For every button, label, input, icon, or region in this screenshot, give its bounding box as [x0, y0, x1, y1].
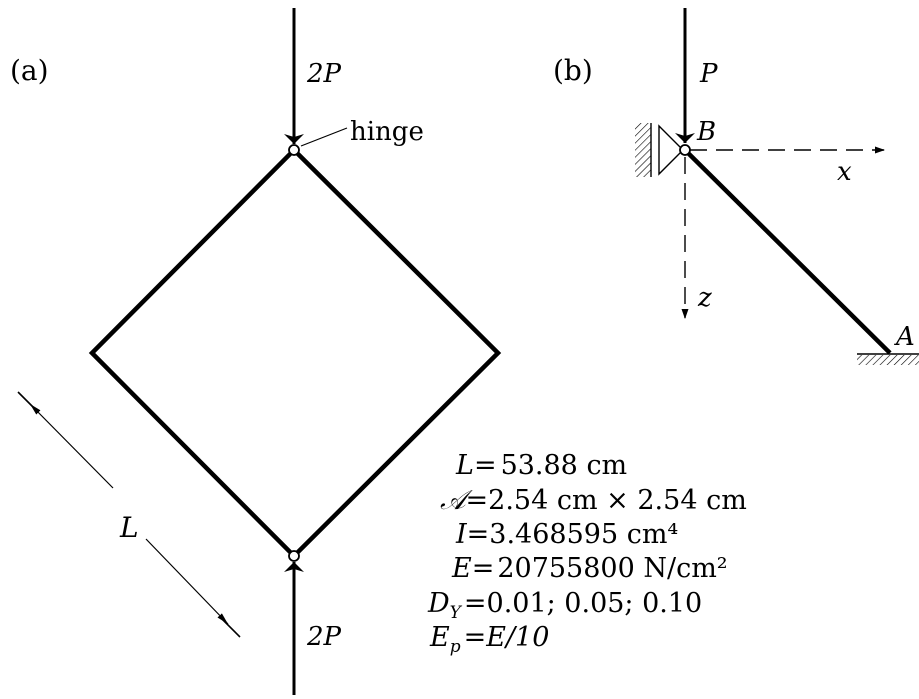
- param-e: E=20755800 N/cm²: [451, 553, 728, 584]
- param-ep: Ep=E/10: [429, 622, 549, 657]
- member-line: [683, 148, 892, 355]
- param-e-symbol: E: [451, 553, 472, 584]
- param-ep-subscript: p: [450, 637, 461, 657]
- roller-support-icon: [658, 124, 684, 176]
- param-area: 𝒜=2.54 cm × 2.54 cm: [440, 485, 747, 516]
- param-l: L=53.88 cm: [455, 450, 627, 481]
- param-area-equals: =: [466, 485, 489, 516]
- param-ep-equals: =: [464, 622, 487, 653]
- param-i-value: 3.468595 cm⁴: [489, 519, 678, 550]
- panel-a-label: (a): [10, 54, 49, 87]
- support-a-hatch: [857, 355, 919, 365]
- hinge-leader-line: [300, 127, 348, 147]
- load-p-label: P: [699, 59, 718, 89]
- param-ep-value: E/10: [485, 622, 549, 653]
- param-i-symbol: I: [455, 519, 468, 550]
- x-axis-label: x: [837, 157, 852, 187]
- top-load-label: 2P: [306, 59, 342, 89]
- node-b-hinge-icon: [679, 144, 691, 156]
- hinge-label: hinge: [350, 117, 424, 147]
- param-dy-value: 0.01; 0.05; 0.10: [487, 588, 703, 619]
- length-label: L: [119, 511, 139, 544]
- param-dy-subscript: Y: [450, 603, 463, 623]
- param-dy: DY=0.01; 0.05; 0.10: [427, 588, 702, 623]
- node-a-label: A: [894, 322, 915, 352]
- param-l-equals: =: [474, 450, 497, 481]
- param-dy-equals: =: [464, 588, 487, 619]
- param-e-equals: =: [472, 553, 495, 584]
- dimension-line-lower: [145, 538, 229, 625]
- dimension-tick-bottom: [220, 617, 241, 638]
- top-hinge-icon: [288, 144, 300, 156]
- param-l-value: 53.88 cm: [501, 450, 628, 481]
- param-e-value: 20755800 N/cm²: [497, 553, 727, 584]
- param-l-symbol: L: [455, 450, 474, 481]
- param-ep-symbol: E: [429, 622, 450, 653]
- bottom-hinge-icon: [288, 550, 300, 562]
- param-i-equals: =: [467, 519, 490, 550]
- roller-wall-hatch: [635, 123, 651, 177]
- param-area-value: 2.54 cm × 2.54 cm: [488, 485, 747, 516]
- param-dy-symbol: D: [427, 588, 450, 619]
- node-b-label: B: [696, 117, 716, 147]
- bottom-load-label: 2P: [306, 622, 342, 652]
- diamond-frame: [88, 146, 502, 560]
- dimension-line-upper: [29, 403, 114, 489]
- z-axis-label: z: [697, 283, 712, 313]
- param-i: I=3.468595 cm⁴: [455, 519, 678, 550]
- panel-b-label: (b): [553, 54, 593, 87]
- parameter-list: L=53.88 cm 𝒜=2.54 cm × 2.54 cm I=3.46859…: [427, 450, 747, 657]
